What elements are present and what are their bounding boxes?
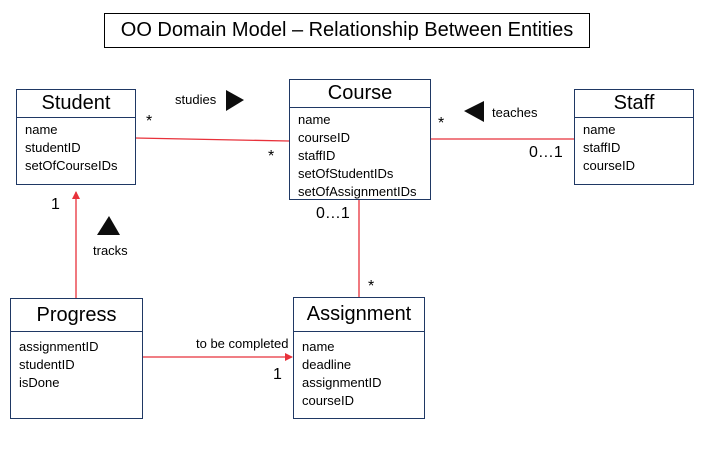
staff-entity-name: Staff <box>575 90 693 118</box>
course-assignment-course-multiplicity: 0…1 <box>316 205 350 222</box>
assignment-attribute: assignmentID <box>302 375 382 390</box>
teaches-staff-multiplicity: 0…1 <box>529 144 563 161</box>
staff-attribute: staffID <box>583 140 621 155</box>
assignment-attribute: name <box>302 339 335 354</box>
course-attribute: staffID <box>298 148 336 163</box>
student-attribute: studentID <box>25 140 81 155</box>
teaches-label: teaches <box>492 105 538 120</box>
studies-direction-icon <box>226 90 244 111</box>
staff-entity: Staff name staffID courseID <box>574 89 694 185</box>
staff-attribute: courseID <box>583 158 636 173</box>
course-attribute: courseID <box>298 130 351 145</box>
course-attribute: setOfAssignmentIDs <box>298 184 417 199</box>
progress-entity: Progress assignmentID studentID isDone <box>10 298 143 419</box>
progress-entity-name: Progress <box>11 299 142 332</box>
student-attribute: setOfCourseIDs <box>25 158 118 173</box>
course-attribute: setOfStudentIDs <box>298 166 394 181</box>
course-entity: Course name courseID staffID setOfStuden… <box>289 79 431 200</box>
assignment-entity: Assignment name deadline assignmentID co… <box>293 297 425 419</box>
studies-course-multiplicity: * <box>268 148 275 165</box>
course-entity-name: Course <box>290 80 430 108</box>
student-entity-name: Student <box>17 90 135 118</box>
student-entity: Student name studentID setOfCourseIDs <box>16 89 136 185</box>
diagram-title: OO Domain Model – Relationship Between E… <box>104 13 590 48</box>
course-assignment-assignment-multiplicity: * <box>368 278 375 295</box>
student-attributes: name studentID setOfCourseIDs <box>17 118 135 175</box>
assignment-attributes: name deadline assignmentID courseID <box>294 332 424 410</box>
studies-label: studies <box>175 92 217 107</box>
assignment-attribute: courseID <box>302 393 355 408</box>
progress-attribute: studentID <box>19 357 75 372</box>
progress-attribute: assignmentID <box>19 339 99 354</box>
course-attribute: name <box>298 112 331 127</box>
assignment-entity-name: Assignment <box>294 298 424 332</box>
progress-attribute: isDone <box>19 375 60 390</box>
completion-label: to be completed <box>196 336 289 351</box>
progress-attributes: assignmentID studentID isDone <box>11 332 142 392</box>
course-attributes: name courseID staffID setOfStudentIDs se… <box>290 108 430 201</box>
student-attribute: name <box>25 122 58 137</box>
completion-assignment-multiplicity: 1 <box>273 366 282 383</box>
tracks-direction-icon <box>97 216 120 235</box>
studies-association-line <box>134 137 290 142</box>
assignment-attribute: deadline <box>302 357 352 372</box>
staff-attribute: name <box>583 122 616 137</box>
studies-student-multiplicity: * <box>146 113 153 130</box>
tracks-label: tracks <box>93 243 128 258</box>
teaches-course-multiplicity: * <box>438 115 445 132</box>
teaches-direction-icon <box>464 101 484 122</box>
tracks-student-multiplicity: 1 <box>51 196 60 213</box>
staff-attributes: name staffID courseID <box>575 118 693 175</box>
